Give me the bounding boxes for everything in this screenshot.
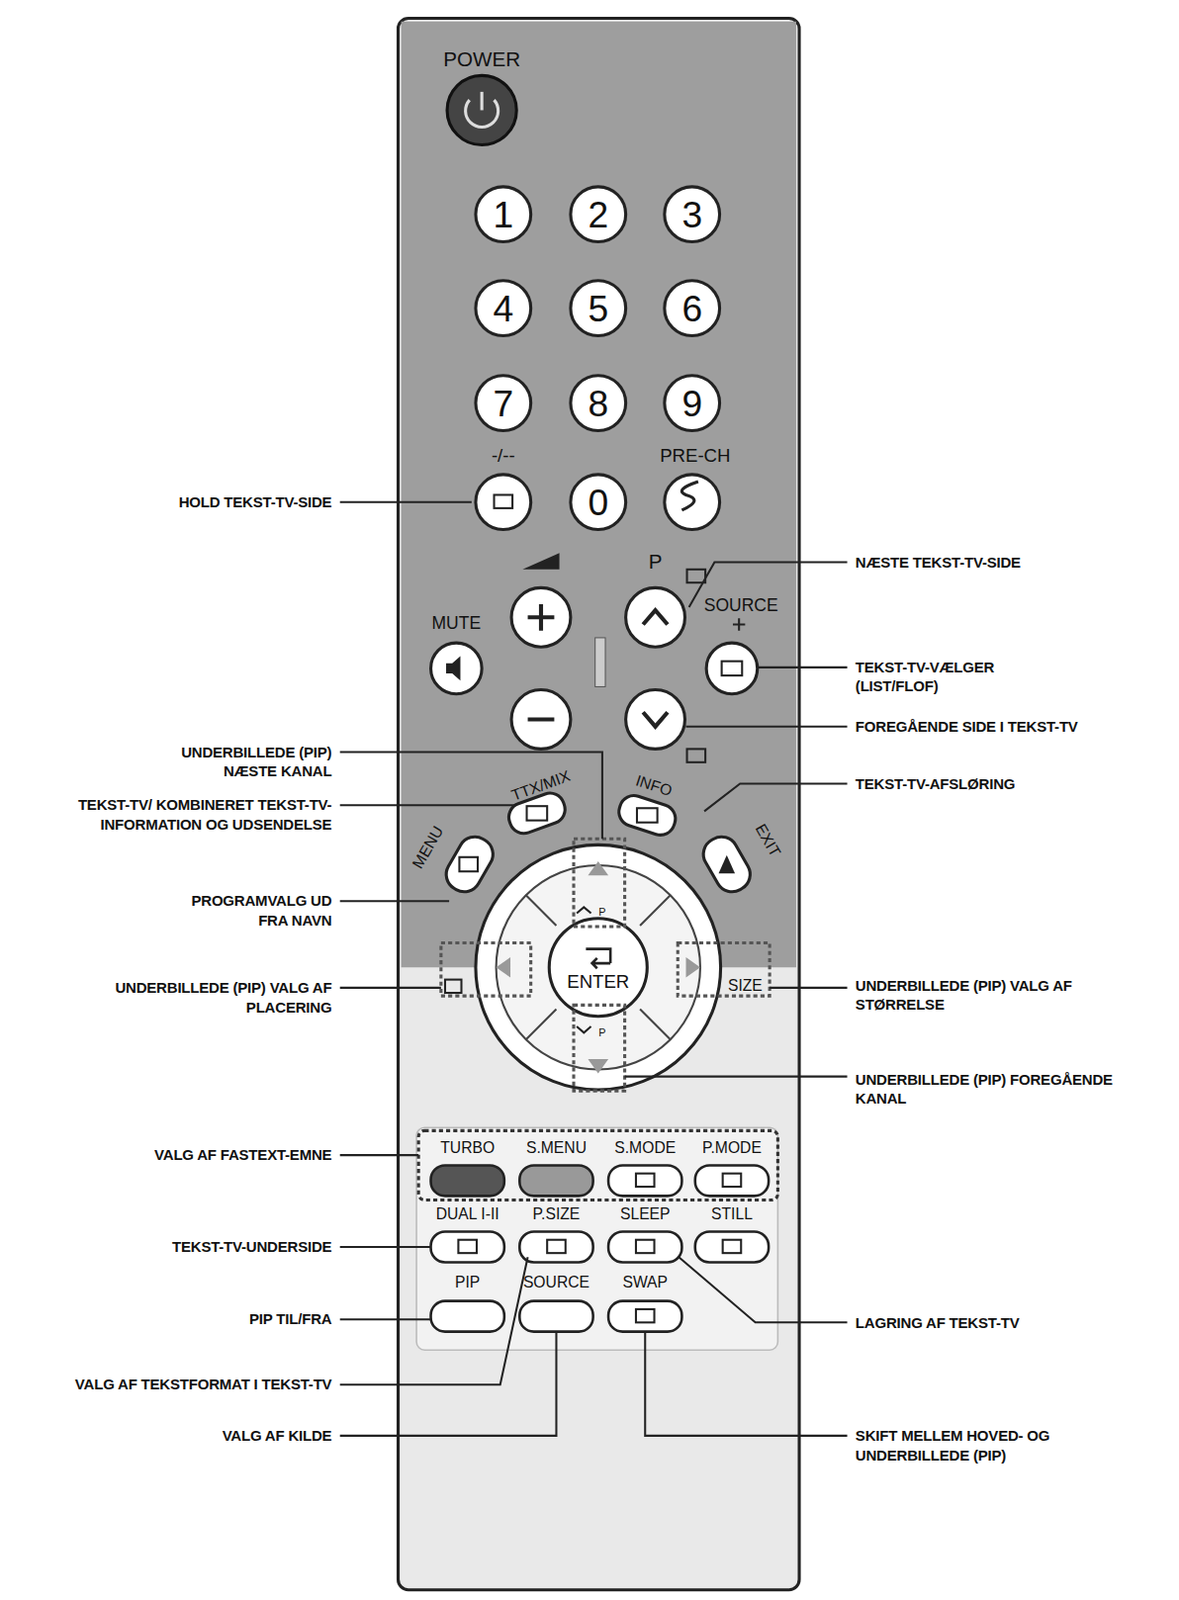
button-label: ENTER <box>566 970 630 995</box>
callout-label: UNDERBILLEDE (PIP) FOREGÅENDE KANAL <box>855 1070 1168 1109</box>
callout-label: TEKST-TV/ KOMBINERET TEKST-TV- INFORMATI… <box>30 795 332 834</box>
button-label: P.SIZE <box>533 1204 581 1225</box>
button-label: SOURCE <box>523 1272 590 1293</box>
callout-label: UNDERBILLEDE (PIP) NÆSTE KANAL <box>137 742 332 782</box>
button-label: POWER <box>443 45 521 73</box>
button-label: SWAP <box>622 1272 668 1293</box>
callout-label: UNDERBILLEDE (PIP) VALG AF PLACERING <box>56 978 333 1017</box>
button-label: SLEEP <box>620 1204 671 1225</box>
callout-label: TEKST-TV-VÆLGER (LIST/FLOF) <box>855 657 1045 697</box>
callout-label: TEKST-TV-AFSLØRING <box>855 774 1121 795</box>
button-label: MUTE <box>432 611 482 635</box>
button-label: P.MODE <box>702 1138 762 1159</box>
button-label: 2 <box>587 190 609 239</box>
callout-label: PIP TIL/FRA <box>66 1309 332 1330</box>
button-label: 9 <box>681 378 703 427</box>
button-label: SIZE <box>727 976 763 997</box>
button-label: PIP <box>454 1272 480 1293</box>
button-label: 5 <box>587 283 609 332</box>
button-label: P <box>648 547 663 575</box>
callout-label: HOLD TEKST-TV-SIDE <box>66 492 332 513</box>
button-label: DUAL I-II <box>436 1204 500 1225</box>
button-label: S.MENU <box>526 1138 587 1159</box>
callout-label: PROGRAMVALG UD FRA NAVN <box>158 891 332 930</box>
button-label: -/-- <box>491 444 516 468</box>
callout-label: LAGRING AF TEKST-TV <box>855 1313 1121 1334</box>
callout-label: NÆSTE TEKST-TV-SIDE <box>855 552 1121 573</box>
callout-label: VALG AF TEKSTFORMAT I TEKST-TV <box>4 1374 332 1395</box>
button-label: S.MODE <box>614 1138 676 1159</box>
button-label: 8 <box>587 378 609 427</box>
button-label: STILL <box>711 1204 753 1225</box>
callout-label: UNDERBILLEDE (PIP) VALG AF STØRRELSE <box>855 976 1132 1015</box>
button-label: PRE-CH <box>659 444 730 468</box>
callout-label: VALG AF FASTEXT-EMNE <box>66 1145 332 1166</box>
button-label: 1 <box>492 190 514 239</box>
button-label: P <box>598 1025 606 1040</box>
button-label: TURBO <box>440 1138 495 1159</box>
button-label: 6 <box>681 283 703 332</box>
button-label: 0 <box>587 478 609 527</box>
callout-label: VALG AF KILDE <box>66 1426 332 1447</box>
callout-label: SKIFT MELLEM HOVED- OG UNDERBILLEDE (PIP… <box>855 1426 1111 1465</box>
button-label: 3 <box>681 190 703 239</box>
button-label: P <box>598 905 606 919</box>
button-label: 7 <box>492 378 514 427</box>
callout-label: TEKST-TV-UNDERSIDE <box>66 1237 332 1258</box>
button-label: 4 <box>492 283 514 332</box>
button-label: SOURCE <box>704 594 779 618</box>
callout-label: FOREGÅENDE SIDE I TEKST-TV <box>855 717 1163 737</box>
